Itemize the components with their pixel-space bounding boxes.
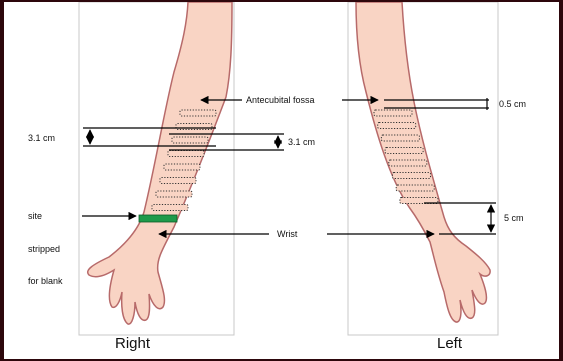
test-site [180, 110, 216, 116]
right-inner-measure-label: 3.1 cm [288, 137, 315, 147]
test-site [160, 178, 196, 184]
antecubital-fossa-label: Antecubital fossa [246, 95, 315, 105]
test-site [156, 191, 192, 197]
stripped-blank-site [139, 215, 177, 222]
right-arm [88, 2, 232, 324]
test-site [168, 151, 204, 157]
right-outer-measure-label: 3.1 cm [28, 133, 55, 143]
stripped-label: stripped [28, 244, 60, 254]
left-bottom-measure-label: 5 cm [504, 213, 524, 223]
left-top-measure-label: 0.5 cm [499, 99, 526, 109]
left-arm-caption: Left [437, 335, 463, 352]
right-arm-caption: Right [115, 335, 151, 352]
wrist-label: Wrist [277, 229, 298, 239]
test-site [176, 124, 212, 130]
test-site [152, 205, 188, 211]
test-site [378, 123, 416, 129]
site-label: site [28, 211, 42, 221]
test-site [374, 110, 412, 116]
figure-frame: Antecubital fossa Wrist 3.1 cm 3.1 cm 0.… [4, 2, 559, 359]
test-site [172, 137, 208, 143]
test-site [381, 135, 419, 141]
for-blank-label: for blank [28, 276, 63, 286]
test-site [393, 173, 431, 179]
test-site [389, 160, 427, 166]
test-site [385, 148, 423, 154]
arm-test-sites-diagram: Antecubital fossa Wrist 3.1 cm 3.1 cm 0.… [4, 2, 559, 359]
test-site [396, 185, 434, 191]
test-site [164, 164, 200, 170]
